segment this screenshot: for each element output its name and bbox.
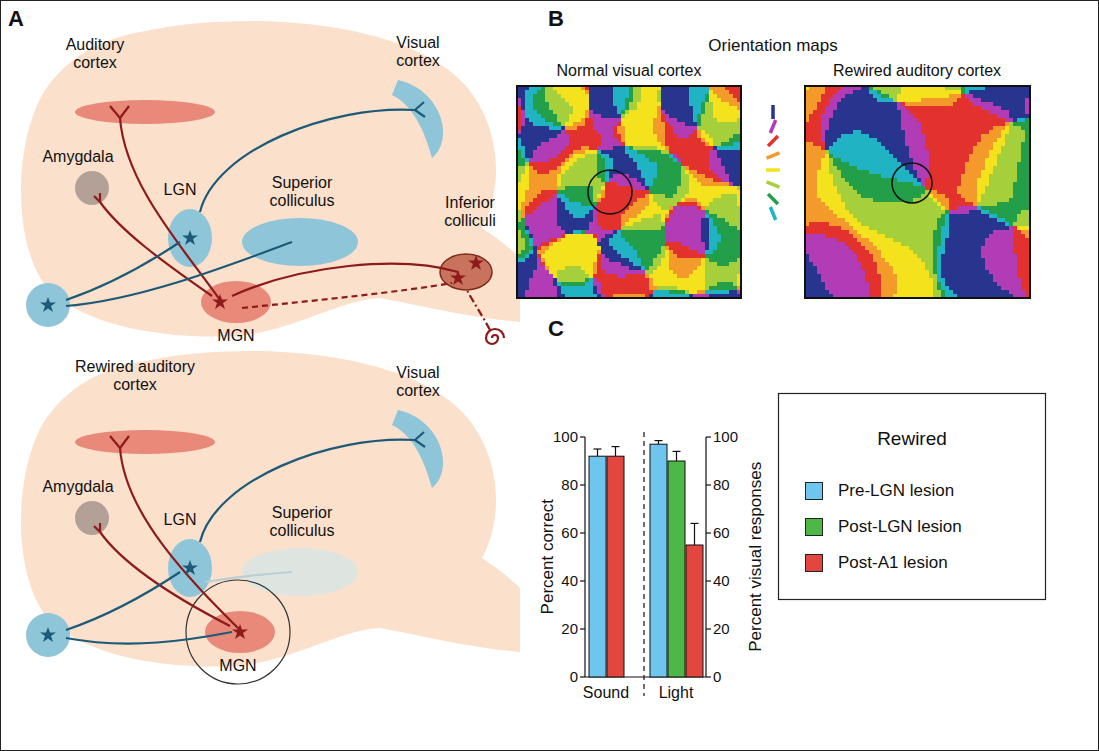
figure-stage: AAuditory cortexVisual cortexAmygdalaLGN… (0, 0, 1099, 751)
